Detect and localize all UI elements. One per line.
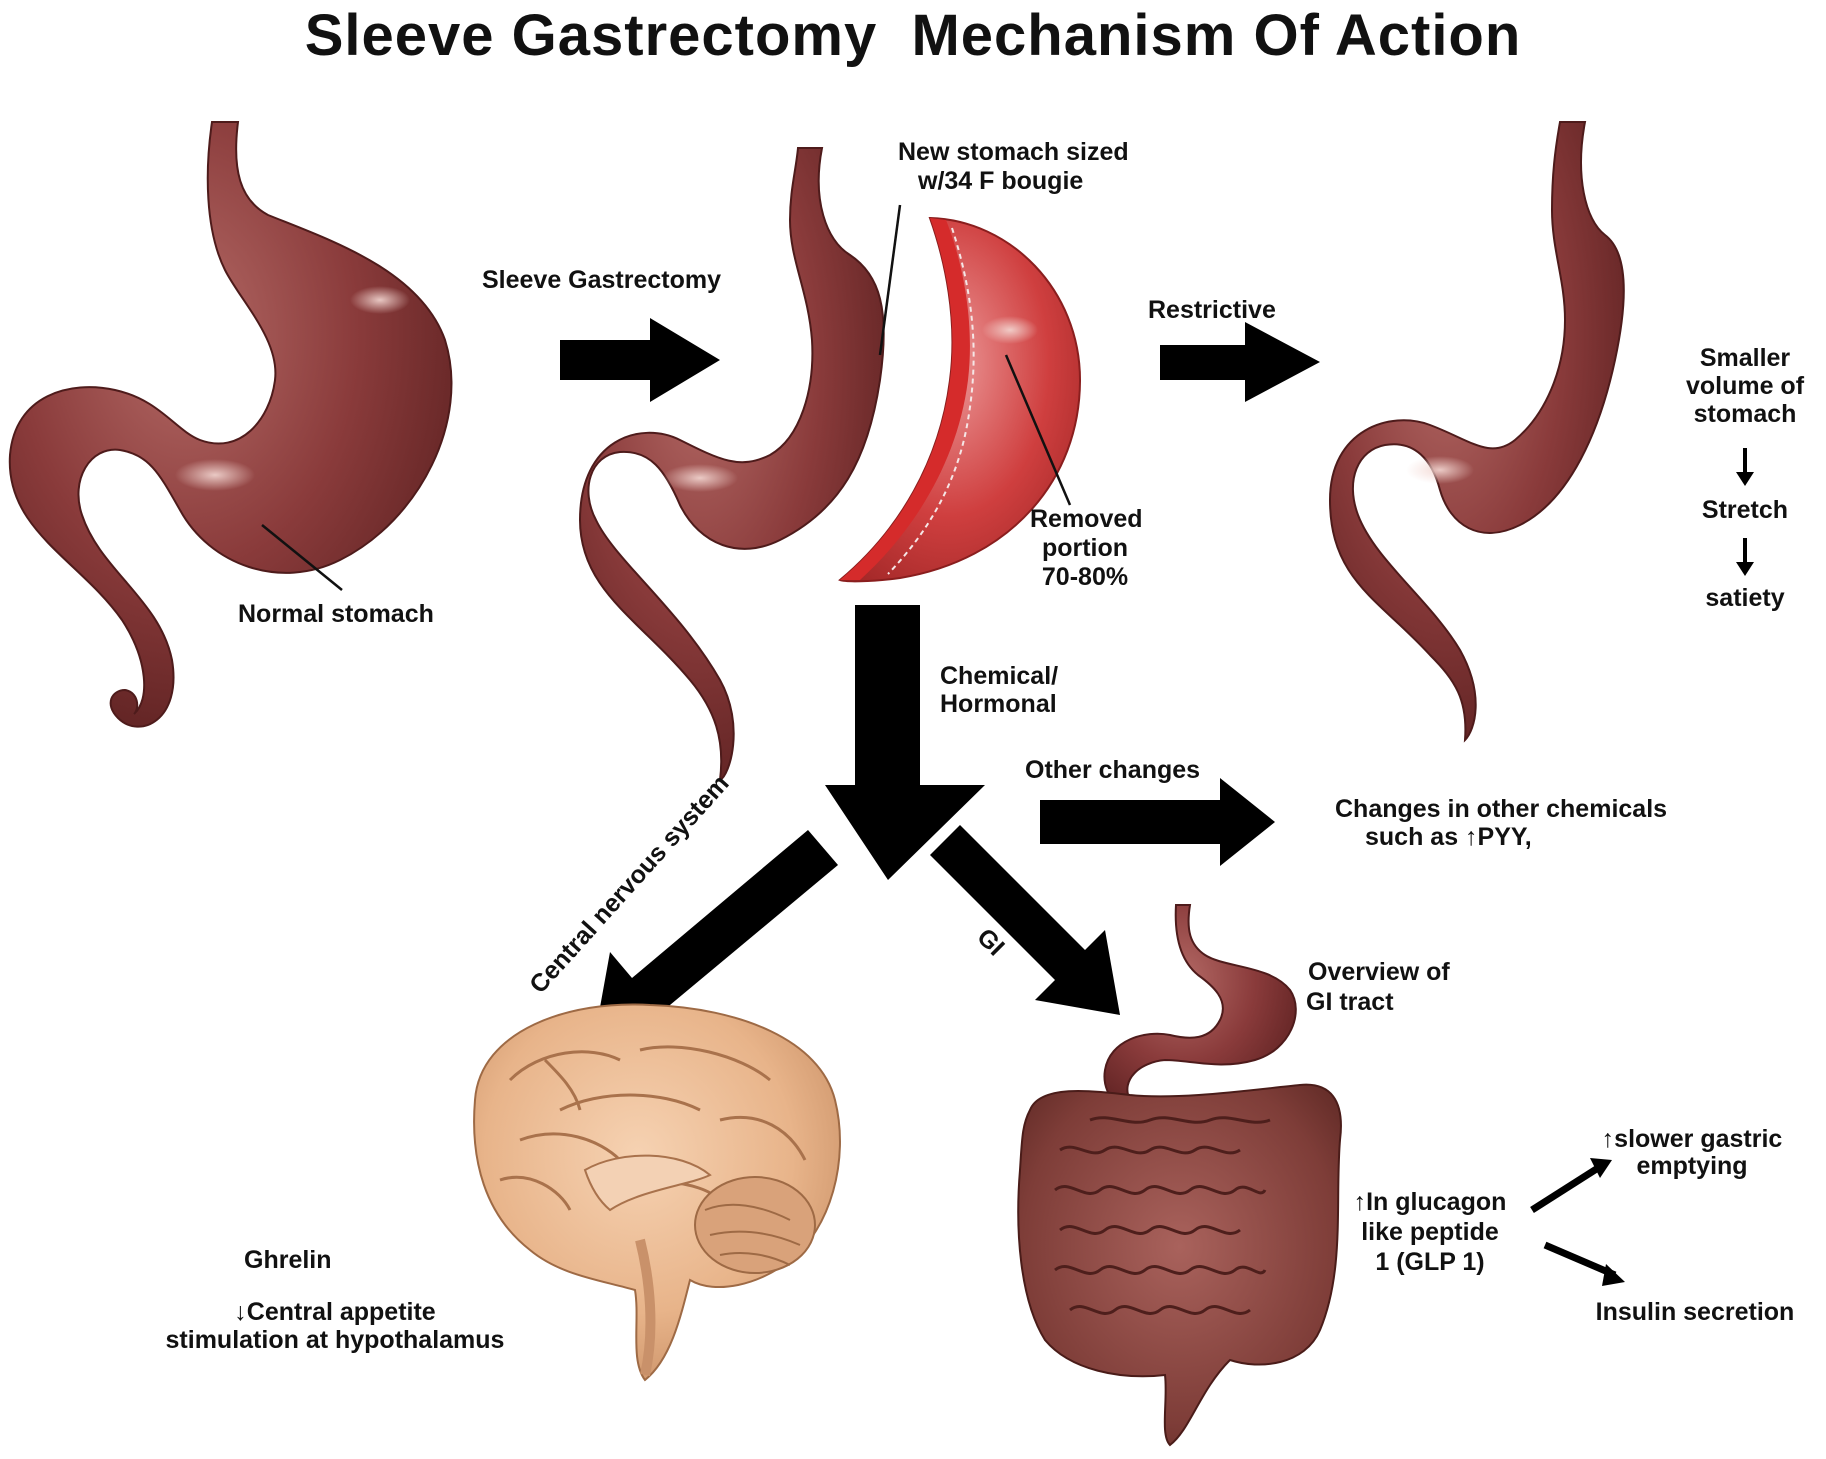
- appetite-label-1: ↓Central appetite: [234, 1298, 436, 1326]
- slower-emptying-label-1: ↑slower gastric: [1601, 1125, 1783, 1153]
- removed-label-3: 70-80%: [1041, 563, 1129, 591]
- slower-emptying-arrow: [1530, 1158, 1612, 1213]
- new-stomach-label-1: New stomach sized: [898, 138, 1129, 166]
- chemical-hormonal-arrow: [825, 605, 985, 880]
- overview-label-2: GI tract: [1306, 988, 1394, 1016]
- sleeve-gastrectomy-label: Sleeve Gastrectomy: [482, 266, 722, 294]
- removed-label-2: portion: [1041, 534, 1129, 562]
- chemical-label-1: Chemical/: [940, 662, 1059, 690]
- sleeve-stomach-icon: [578, 147, 885, 782]
- cns-arrow: [595, 830, 838, 1040]
- glp-label-2: like peptide: [1361, 1218, 1499, 1246]
- slower-emptying-label-2: emptying: [1636, 1152, 1748, 1180]
- insulin-secretion-label: Insulin secretion: [1595, 1298, 1795, 1326]
- new-stomach-leader: [878, 204, 902, 356]
- restrictive-label: Restrictive: [1148, 296, 1276, 324]
- normal-stomach-leader: [261, 524, 343, 591]
- satiety-label: satiety: [1705, 584, 1785, 612]
- chemical-label-2: Hormonal: [940, 690, 1057, 718]
- restrictive-arrow: [1160, 322, 1320, 402]
- other-changes-arrow: [1040, 778, 1275, 866]
- smaller-volume-label-2: volume of: [1685, 372, 1805, 400]
- insulin-arrow: [1543, 1241, 1625, 1286]
- ghrelin-label: Ghrelin: [244, 1246, 332, 1274]
- smaller-volume-label-3: stomach: [1693, 400, 1797, 428]
- glp-label-1: ↑In glucagon: [1353, 1188, 1507, 1216]
- stretch-arrow: [1736, 448, 1754, 486]
- gi-arrow: [930, 825, 1120, 1015]
- sleeve-gastrectomy-arrow: [560, 318, 720, 402]
- glp-label-3: 1 (GLP 1): [1375, 1248, 1485, 1276]
- diagram-title: Sleeve Gastrectomy Mechanism Of Action: [304, 3, 1522, 68]
- brain-icon: [473, 1003, 841, 1382]
- overview-label-1: Overview of: [1308, 958, 1450, 986]
- new-stomach-label-2: w/34 F bougie: [918, 167, 1084, 195]
- small-stomach-icon: [1328, 121, 1625, 743]
- appetite-label-2: stimulation at hypothalamus: [165, 1326, 505, 1354]
- smaller-volume-label-1: Smaller: [1699, 344, 1791, 372]
- removed-portion-icon: [838, 216, 1082, 583]
- changes-chemicals-label-2: such as ↑PYY,: [1365, 823, 1532, 851]
- satiety-arrow: [1736, 538, 1754, 576]
- normal-stomach-icon: [8, 121, 453, 728]
- changes-chemicals-label-1: Changes in other chemicals: [1335, 795, 1668, 823]
- normal-stomach-label: Normal stomach: [238, 600, 434, 628]
- removed-label-1: Removed: [1030, 505, 1143, 533]
- gi-tract-icon: [1017, 904, 1342, 1447]
- other-changes-label: Other changes: [1025, 756, 1201, 784]
- stretch-label: Stretch: [1701, 496, 1789, 524]
- removed-portion-leader: [1004, 354, 1072, 506]
